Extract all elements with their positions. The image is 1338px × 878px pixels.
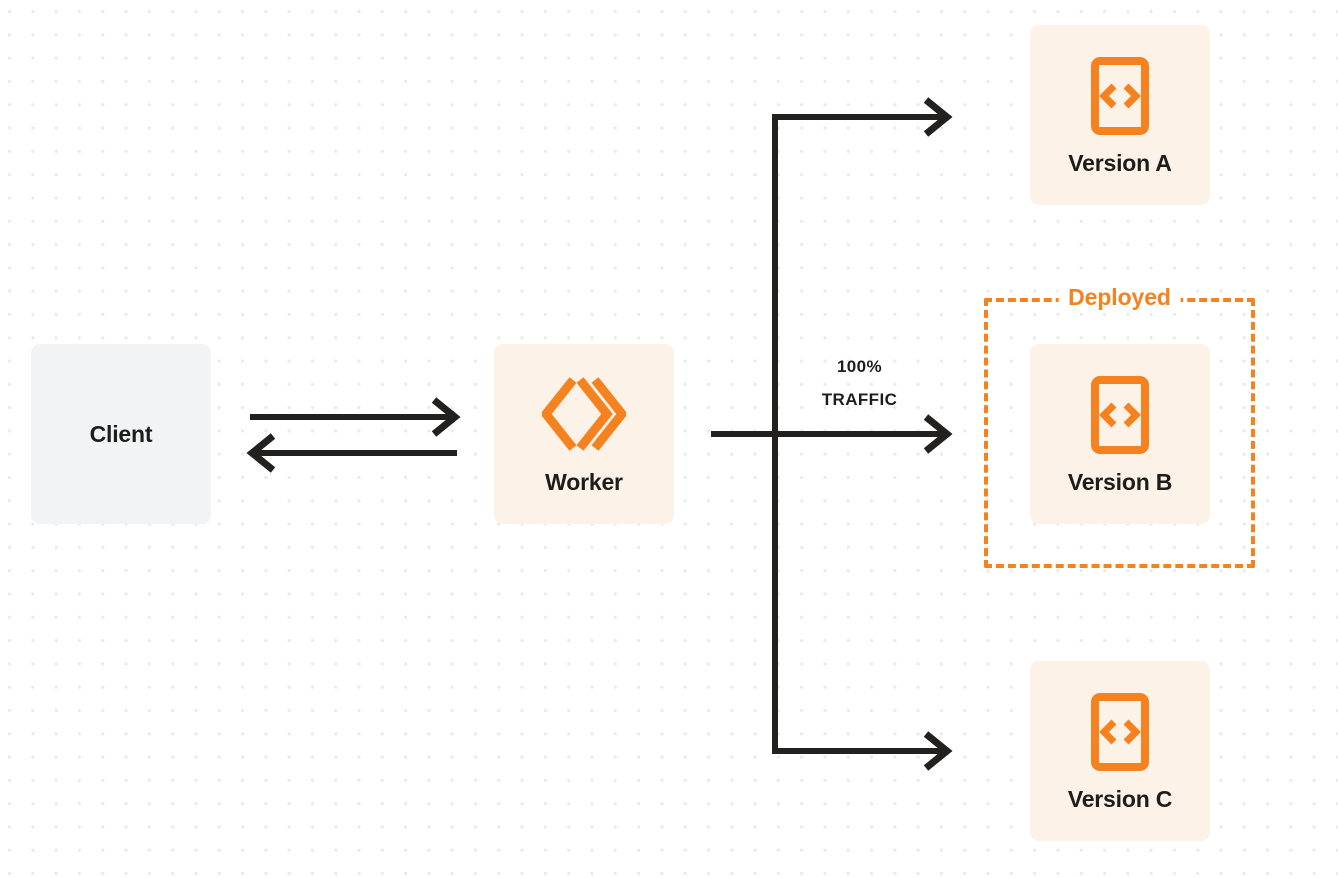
node-worker[interactable]: Worker (494, 344, 674, 524)
edge-client-to-worker (250, 397, 461, 437)
edge-trunk-to-version-a (772, 97, 953, 137)
edge-trunk-to-version-c (772, 731, 953, 771)
node-version-b[interactable]: Version B (1030, 344, 1210, 524)
deployed-group-frame: Deployed (984, 286, 1255, 568)
node-version-b-label: Version B (1067, 468, 1173, 495)
edge-trunk-to-version-b (772, 414, 953, 454)
node-client[interactable]: Client (31, 344, 211, 524)
traffic-word-label: TRAFFIC (821, 390, 898, 410)
node-version-c-label: Version C (1067, 785, 1173, 812)
node-worker-label: Worker (545, 468, 623, 495)
traffic-percent-value: 100% (836, 357, 883, 376)
node-version-c[interactable]: Version C (1030, 661, 1210, 841)
deployed-badge-label: Deployed (1058, 286, 1181, 309)
cloudflare-workers-logo-icon (540, 375, 628, 453)
node-version-a-label: Version A (1068, 149, 1172, 176)
node-version-a[interactable]: Version A (1030, 25, 1210, 205)
code-file-icon (1090, 56, 1150, 136)
traffic-share-label: 100% TRAFFIC (782, 350, 937, 416)
edge-worker-to-client (246, 433, 457, 473)
code-file-icon (1090, 692, 1150, 772)
code-file-icon (1090, 375, 1150, 455)
node-client-label: Client (89, 420, 153, 447)
